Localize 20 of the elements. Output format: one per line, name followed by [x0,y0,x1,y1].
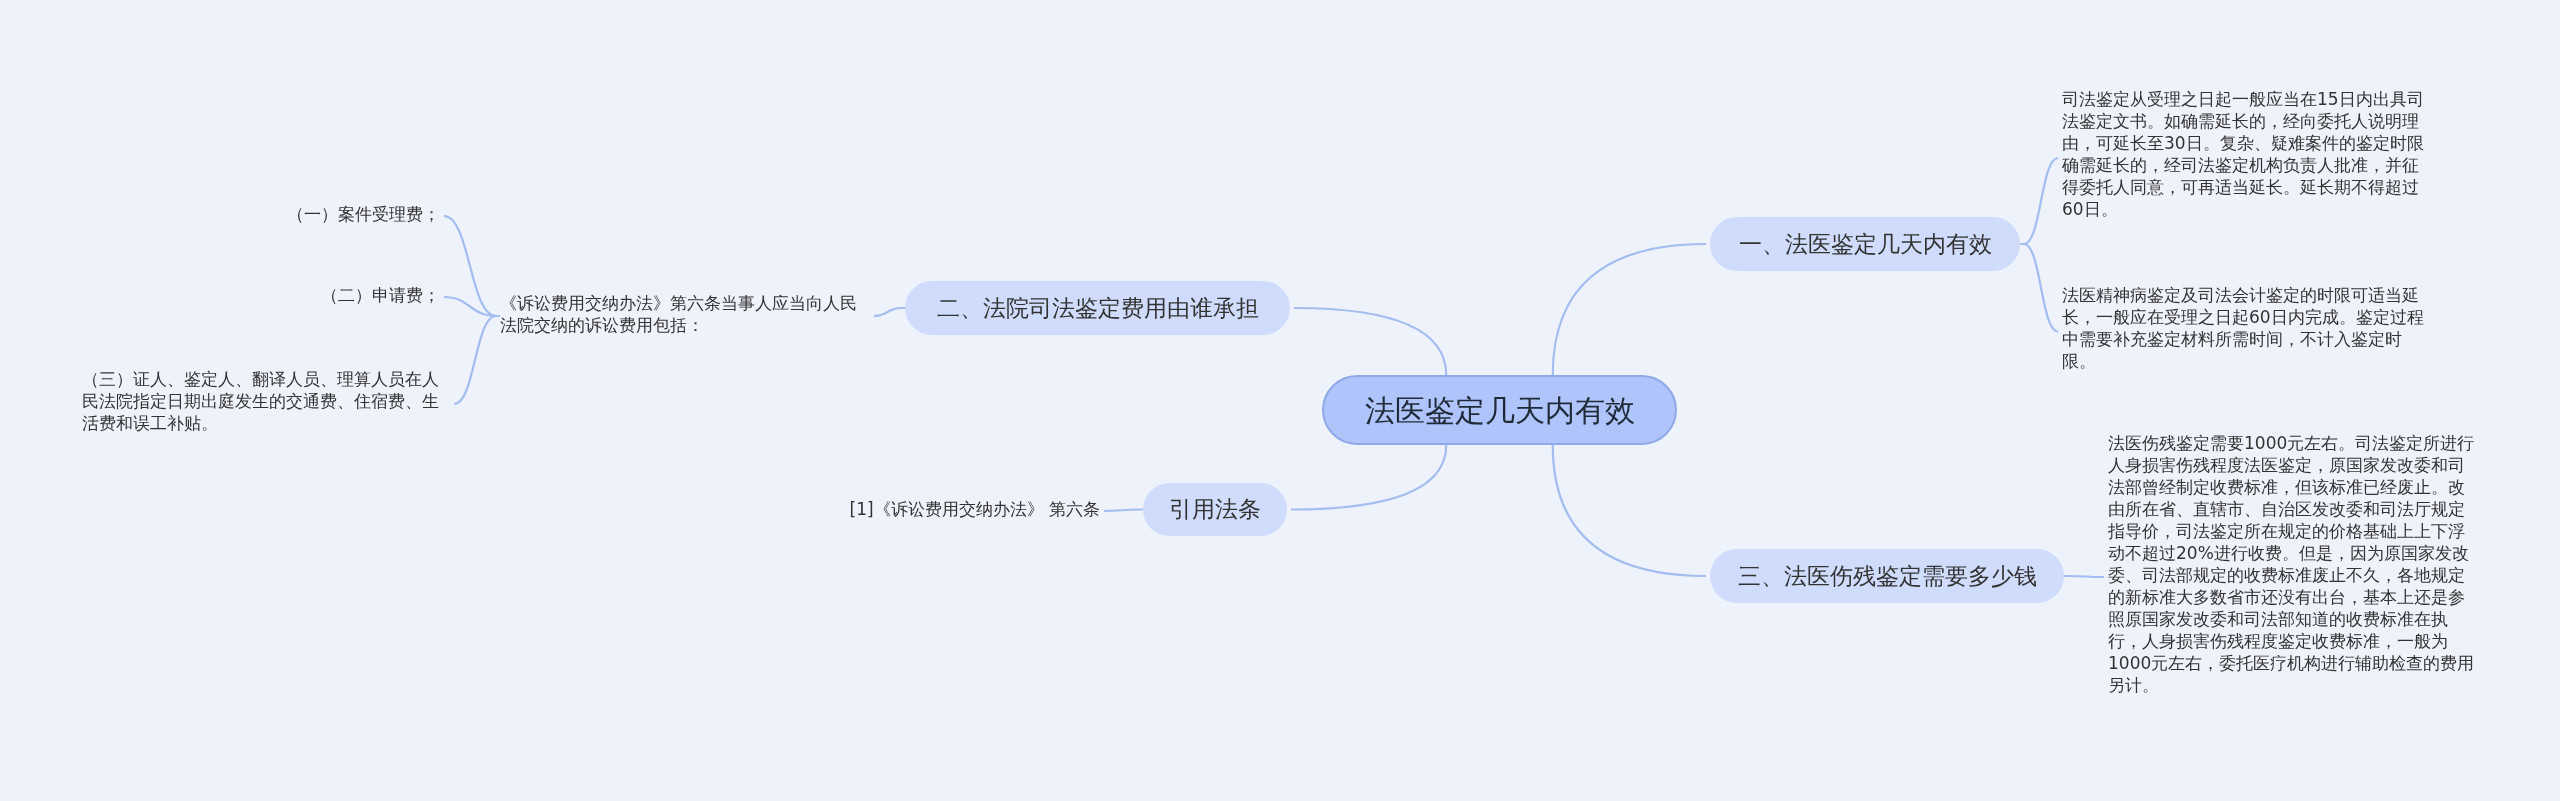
central-topic: 法医鉴定几天内有效 [1322,375,1677,445]
note-text: 司法鉴定从受理之日起一般应当在15日内出具司法鉴定文书。如确需延长的，经向委托人说明理由，可延长至30日。复杂、疑难案件的鉴定时限确需延长的，经司法鉴定机构负责人批准，并征得委托人同意，可再适当延长。延长期不得超过60日。 [2062,88,2430,228]
connector-line [2064,574,2104,579]
connector-line [1551,242,1707,376]
note-text: [1]《诉讼费用交纳办法》 第六条 [790,498,1100,524]
topic-pill: 一、法医鉴定几天内有效 [1710,217,2020,271]
topic-pill: 三、法医伤残鉴定需要多少钱 [1710,549,2064,603]
note-text: （一）案件受理费； [240,203,440,229]
connector-line [1293,306,1448,376]
topic-pill: 引用法条 [1143,483,1287,536]
connector-line [1551,444,1707,578]
connector-line [1291,444,1448,511]
connector-line [1104,508,1143,513]
note-text: 《诉讼费用交纳办法》第六条当事人应当向人民法院交纳的诉讼费用包括： [500,292,870,340]
note-text: （二）申请费； [240,284,440,310]
connector-line [873,306,905,318]
note-text: （三）证人、鉴定人、翻译人员、理算人员在人民法院指定日期出庭发生的交通费、住宿费、生活费和误工补贴。 [82,368,450,440]
note-text: 法医伤残鉴定需要1000元左右。司法鉴定所进行人身损害伤残程度法医鉴定，原国家发改委和司法部曾经制定收费标准，但该标准已经废止。改由所在省、直辖市、自治区发改委和司法厅规定指导价，司法鉴定所在规定的价格基础上上下浮动不超过20%进行收费。但是，因为原国家发改委、司法部规定的收费标准废止不久，各地规定的新标准大多数省市还没有出台，基本上还是参照原国家发改委和司法部知道的收费标准在执行，人身损害伤残程度鉴定收费标准，一般为1000元左右，委托医疗机构进行辅助检查的费用另计。 [2108,432,2476,722]
topic-pill: 二、法院司法鉴定费用由谁承担 [905,281,1290,335]
note-text: 法医精神病鉴定及司法会计鉴定的时限可适当延长，一般应在受理之日起60日内完成。鉴定过程中需要补充鉴定材料所需时间，不计入鉴定时限。 [2062,284,2430,379]
